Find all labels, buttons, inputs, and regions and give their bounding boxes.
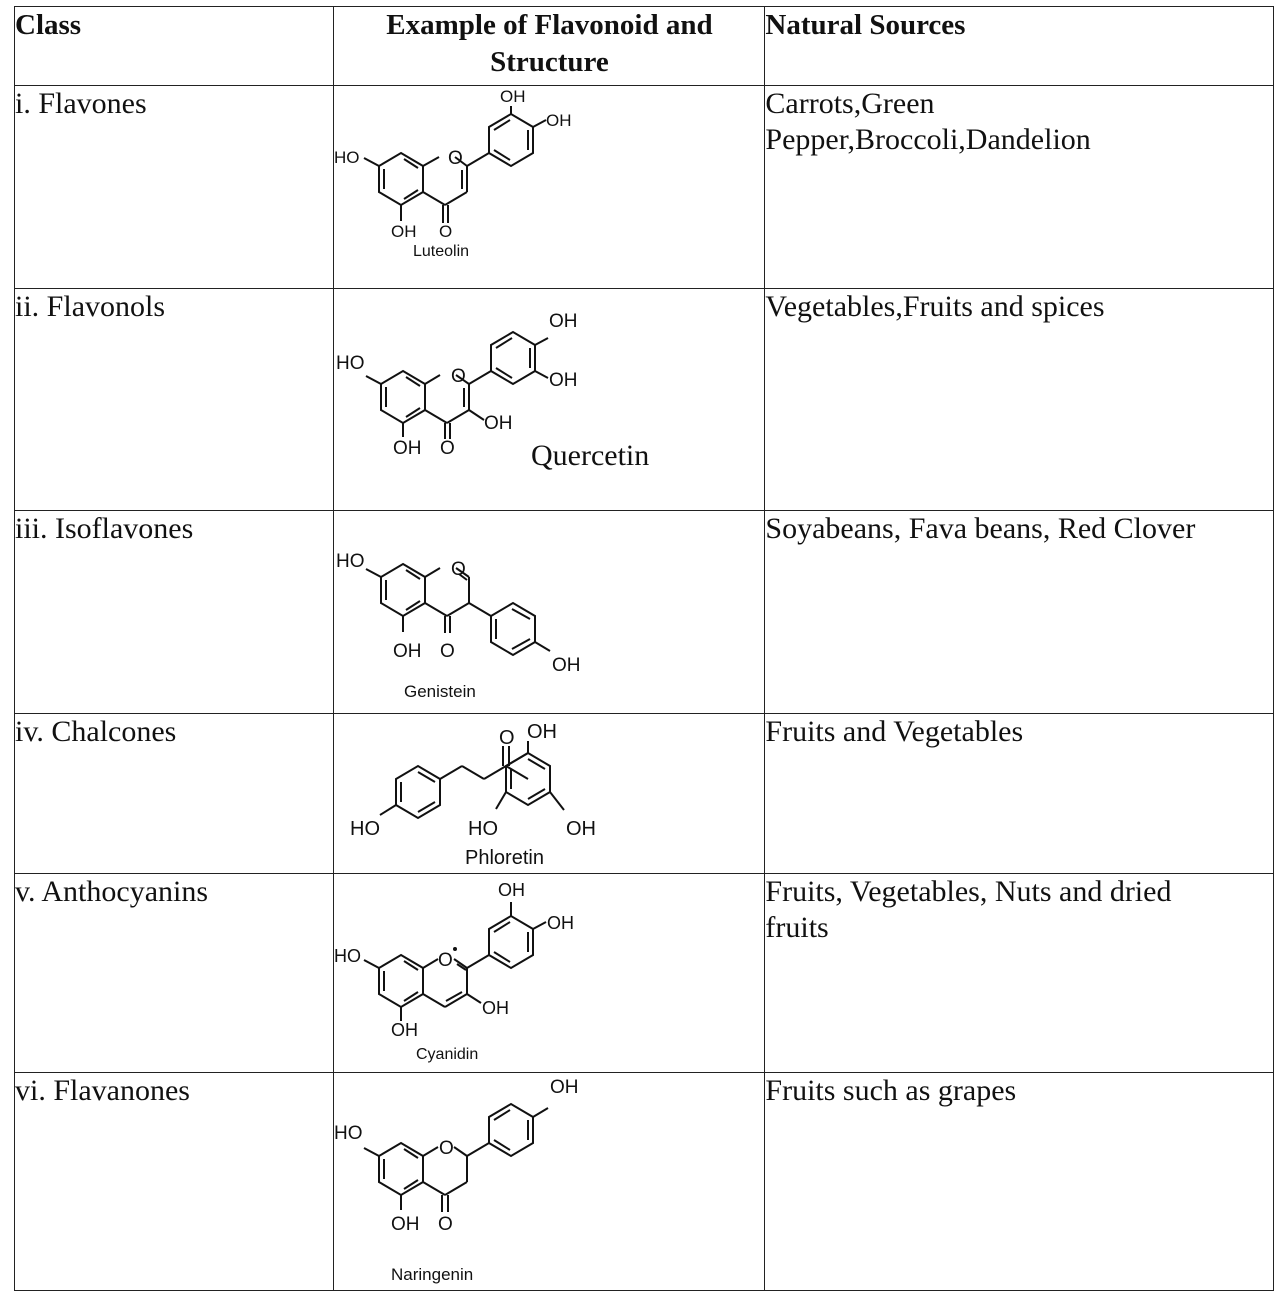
oh-label: OH [393,438,422,459]
structure-cell: O OH HO HO OH Phloretin [333,713,766,874]
oh-label: OH [393,641,422,662]
table-row: v. Anthocyanins O OH OH H [13,873,1274,1073]
carbonyl-oxygen-label: O [440,641,455,662]
compound-name: Naringenin [391,1265,473,1284]
table-row: iv. Chalcones O OH HO HO OH Phloretin [13,713,1274,874]
class-cell: vi. Flavanones [13,1072,335,1291]
oh-label: OH [391,1020,418,1040]
oh-label: OH [549,311,578,332]
carbonyl-oxygen-label: O [439,222,452,241]
phloretin-structure: O OH HO HO OH Phloretin [350,721,596,869]
sources-line1: Soyabeans, Fava beans, Red Clover [765,512,1196,545]
carbonyl-oxygen-label: O [438,1214,453,1235]
sources-line1: Fruits and Vegetables [765,715,1024,748]
oh-label: OH [552,655,581,676]
header-example-line1: Example of Flavonoid and [386,9,713,41]
structure-cell: O OH OH HO OH OH O Quercetin [333,288,766,511]
structure-cell: O HO OH O OH Genistein [333,510,766,714]
ho-label: HO [334,148,360,167]
table-row: i. Flavones O OH OH H [13,85,1274,289]
ring-oxygen-label: O [448,148,463,169]
header-example-line2: Structure [490,46,609,78]
sources-line2: fruits [765,911,829,944]
oh-label: OH [391,222,417,241]
oh-label: OH [550,1077,579,1098]
sources-line1: Carrots,Green [765,87,935,120]
ring-oxygen-label: O [451,559,466,580]
compound-name: Luteolin [413,243,469,260]
compound-name: Cyanidin [416,1046,478,1063]
oh-label: OH [527,721,557,743]
sources-cell: Vegetables,Fruits and spices [764,288,1274,511]
sources-line2: Pepper,Broccoli,Dandelion [765,123,1091,156]
class-cell: v. Anthocyanins [13,873,335,1073]
carbonyl-oxygen-label: O [440,438,455,459]
class-cell: iv. Chalcones [13,713,335,874]
ho-label: HO [336,551,365,572]
oh-label: OH [566,818,596,840]
sources-cell: Fruits such as grapes [764,1072,1274,1291]
header-class: Class [13,6,335,86]
structure-cell: O OH OH HO OH O Luteolin [333,85,766,289]
class-cell: iii. Isoflavones [13,510,335,714]
oh-label: OH [482,998,509,1018]
oh-label: OH [484,413,513,434]
ring-oxygen-label: O [439,1138,454,1159]
structure-cell: O OH HO OH O Naringenin [333,1072,766,1291]
genistein-structure: O HO OH O OH Genistein [336,551,581,701]
oh-label: OH [549,370,578,391]
oh-label: OH [547,913,574,933]
cyanidin-structure: O OH OH HO OH OH Cyanidin [334,880,574,1063]
carbonyl-oxygen-label: O [499,727,515,749]
oh-label: OH [500,87,526,106]
ho-label: HO [350,818,380,840]
sources-line1: Fruits, Vegetables, Nuts and dried [765,875,1172,908]
structure-cell: O OH OH HO OH OH Cyanidin [333,873,766,1073]
naringenin-structure: O OH HO OH O Naringenin [334,1077,579,1284]
sources-line1: Vegetables,Fruits and spices [765,290,1105,323]
table-row: vi. Flavanones O OH HO OH O Naringenin [13,1072,1274,1291]
ho-label: HO [334,946,361,966]
sources-cell: Fruits and Vegetables [764,713,1274,874]
sources-cell: Soyabeans, Fava beans, Red Clover [764,510,1274,714]
ho-label: HO [334,1123,363,1144]
quercetin-structure: O OH OH HO OH OH O Quercetin [336,311,649,472]
luteolin-structure: O OH OH HO OH O Luteolin [334,87,572,260]
oh-label: OH [546,111,572,130]
table-row: iii. Isoflavones O HO OH O OH Ge [13,510,1274,714]
ho-label: HO [468,818,498,840]
table-row: ii. Flavonols O OH OH HO OH [13,288,1274,511]
compound-name: Quercetin [531,439,649,472]
class-cell: i. Flavones [13,85,335,289]
compound-name: Genistein [404,682,476,701]
sources-line1: Fruits such as grapes [765,1074,1017,1107]
ring-oxygen-label: O [438,950,453,971]
ring-oxygen-label: O [451,366,466,387]
oh-label: OH [391,1214,420,1235]
ho-label: HO [336,353,365,374]
header-sources: Natural Sources [764,6,1274,86]
compound-name: Phloretin [465,847,544,869]
class-cell: ii. Flavonols [13,288,335,511]
oh-label: OH [498,880,525,900]
